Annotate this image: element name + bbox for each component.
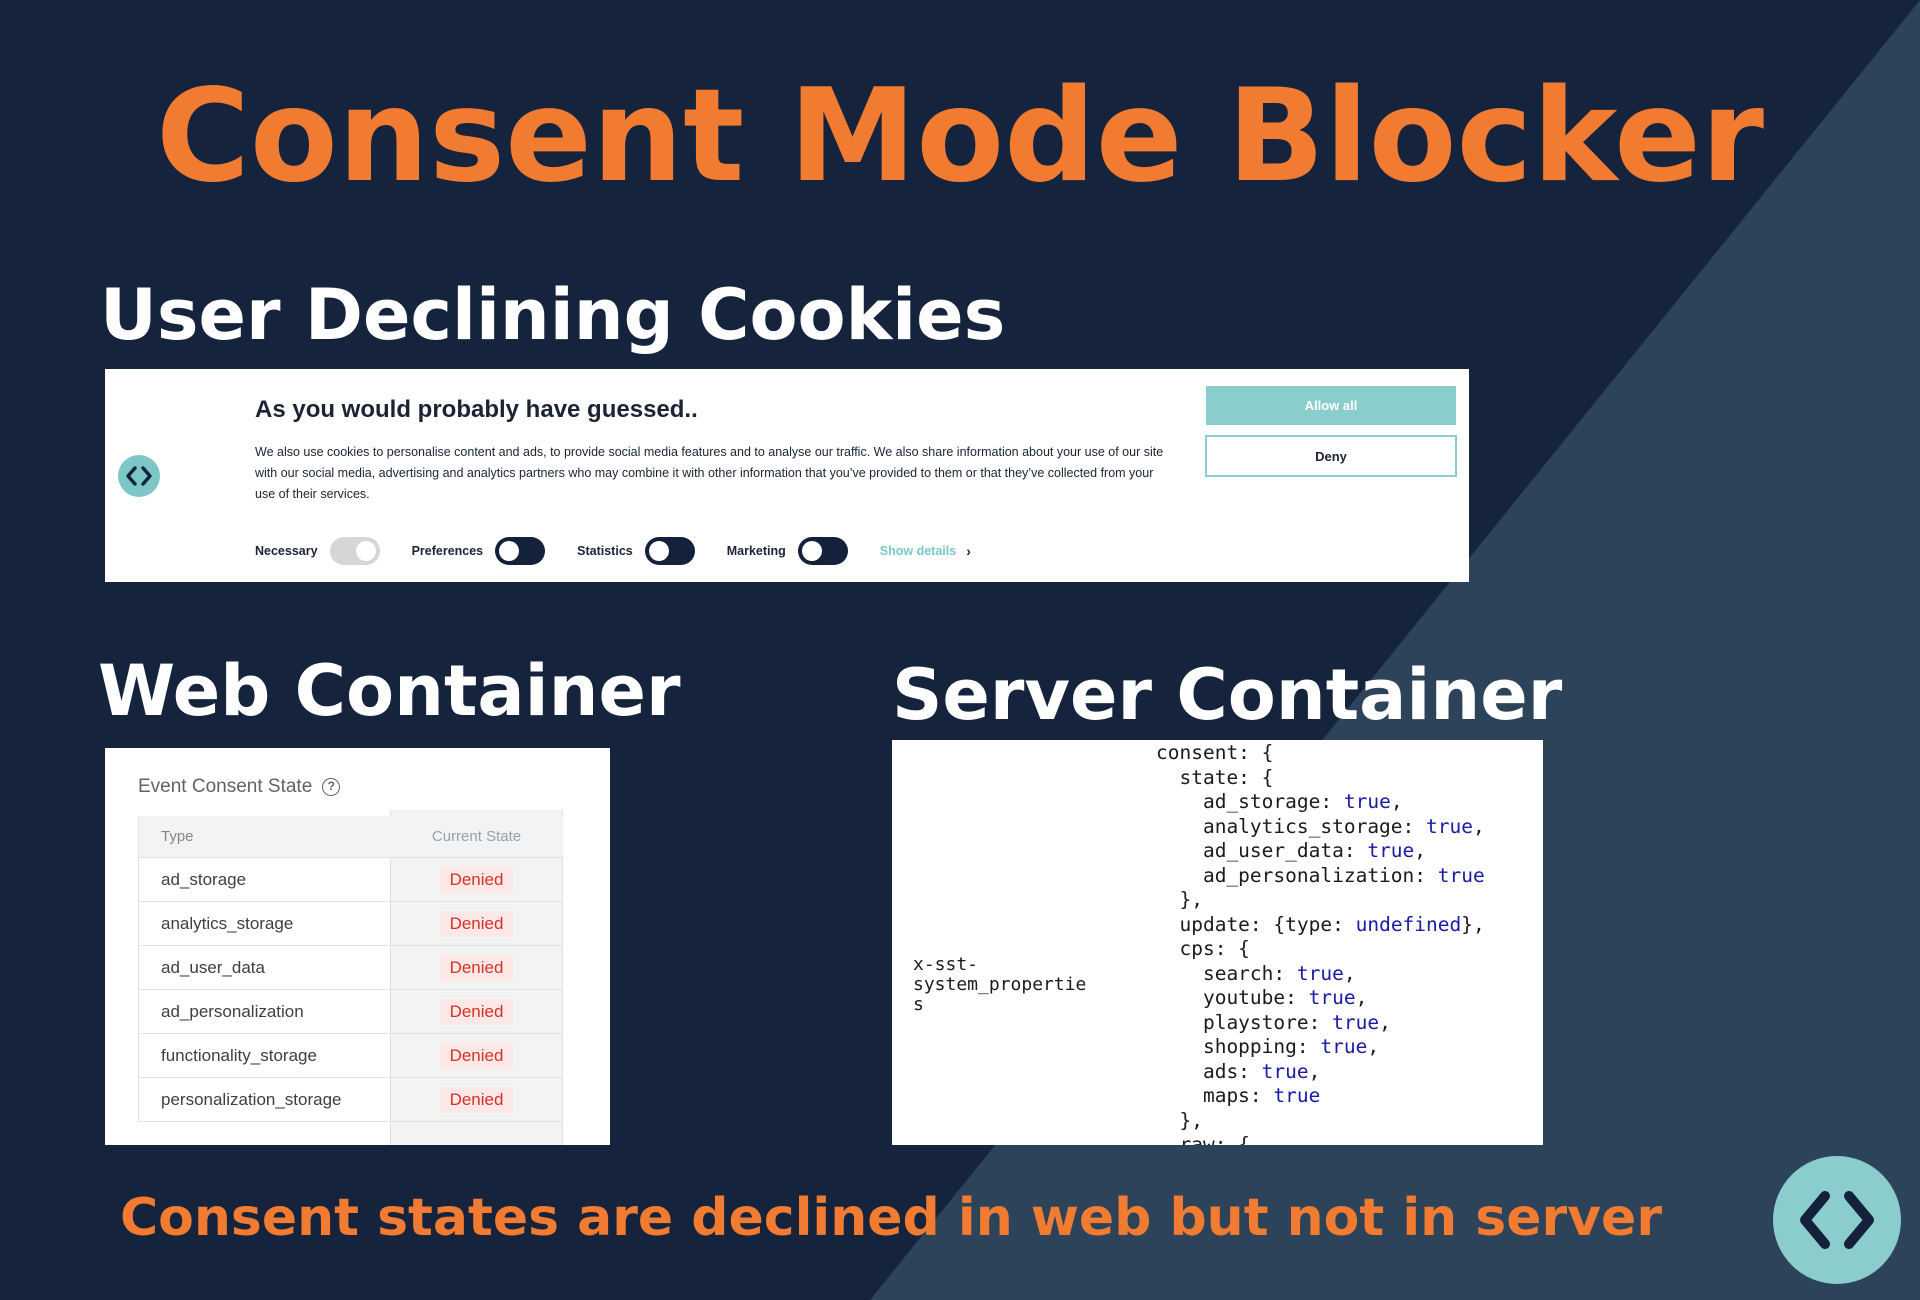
allow-all-button[interactable]: Allow all [1206,386,1456,425]
table-header: Type Current State [138,816,563,858]
row-type: ad_personalization [138,990,390,1033]
consent-table: Type Current State ad_storage Denied ana… [138,816,563,1122]
row-type: analytics_storage [138,902,390,945]
page-title: Consent Mode Blocker [155,62,1765,211]
consent-code-block: consent: { state: { ad_storage: true, an… [1156,741,1485,1145]
row-type: functionality_storage [138,1034,390,1077]
toggle-statistics[interactable] [644,537,695,565]
toggle-preferences[interactable] [495,537,546,565]
table-row: ad_user_data Denied [138,946,563,990]
table-row: ad_storage Denied [138,858,563,902]
denied-badge: Denied [439,910,514,937]
consent-toggles: Necessary Preferences Statistics Marketi… [255,536,971,566]
show-details-link[interactable]: Show details [879,544,957,558]
table-row: analytics_storage Denied [138,902,563,946]
toggle-knob [355,541,376,561]
server-container-panel: x-sst- system_propertie s consent: { sta… [892,740,1543,1145]
row-type: ad_user_data [138,946,390,989]
system-properties-key: x-sst- system_propertie s [913,954,1087,1015]
deny-button[interactable]: Deny [1205,435,1457,477]
toggle-label-preferences: Preferences [411,544,484,558]
row-state: Denied [390,1078,563,1121]
row-state: Denied [390,1034,563,1077]
denied-badge: Denied [439,998,514,1025]
cookie-banner: As you would probably have guessed.. We … [105,369,1469,582]
footer-caption: Consent states are declined in web but n… [120,1188,1662,1248]
row-state: Denied [390,946,563,989]
banner-heading: As you would probably have guessed.. [255,396,698,423]
toggle-marketing[interactable] [797,537,848,565]
toggle-knob [499,541,520,561]
table-row: personalization_storage Denied [138,1078,563,1122]
row-state: Denied [390,990,563,1033]
help-icon[interactable]: ? [322,778,341,796]
table-row: ad_personalization Denied [138,990,563,1034]
section-title-user: User Declining Cookies [100,274,1006,356]
col-type-header: Type [138,816,390,857]
toggle-label-statistics: Statistics [577,544,633,558]
brand-logo-icon [1773,1156,1901,1284]
toggle-knob [648,541,669,561]
panel-title: Event Consent State [138,776,313,797]
col-state-header: Current State [431,828,522,845]
table-row: functionality_storage Denied [138,1034,563,1078]
toggle-knob [801,541,822,561]
denied-badge: Denied [439,1086,514,1113]
brand-logo-icon [118,455,160,497]
section-title-server: Server Container [892,654,1563,736]
chevron-right-icon: › [966,543,971,559]
denied-badge: Denied [439,1042,514,1069]
toggle-label-necessary: Necessary [255,544,318,558]
row-state: Denied [390,858,563,901]
toggle-necessary[interactable] [329,537,380,565]
denied-badge: Denied [439,954,514,981]
row-state: Denied [390,902,563,945]
denied-badge: Denied [439,866,514,893]
section-title-web: Web Container [98,650,681,732]
row-type: personalization_storage [138,1078,390,1121]
row-type: ad_storage [138,858,390,901]
web-container-panel: Event Consent State ? Type Current State… [105,748,610,1145]
toggle-label-marketing: Marketing [726,544,786,558]
event-consent-state-heading: Event Consent State ? [138,776,341,798]
banner-text: We also use cookies to personalise conte… [255,445,1164,501]
